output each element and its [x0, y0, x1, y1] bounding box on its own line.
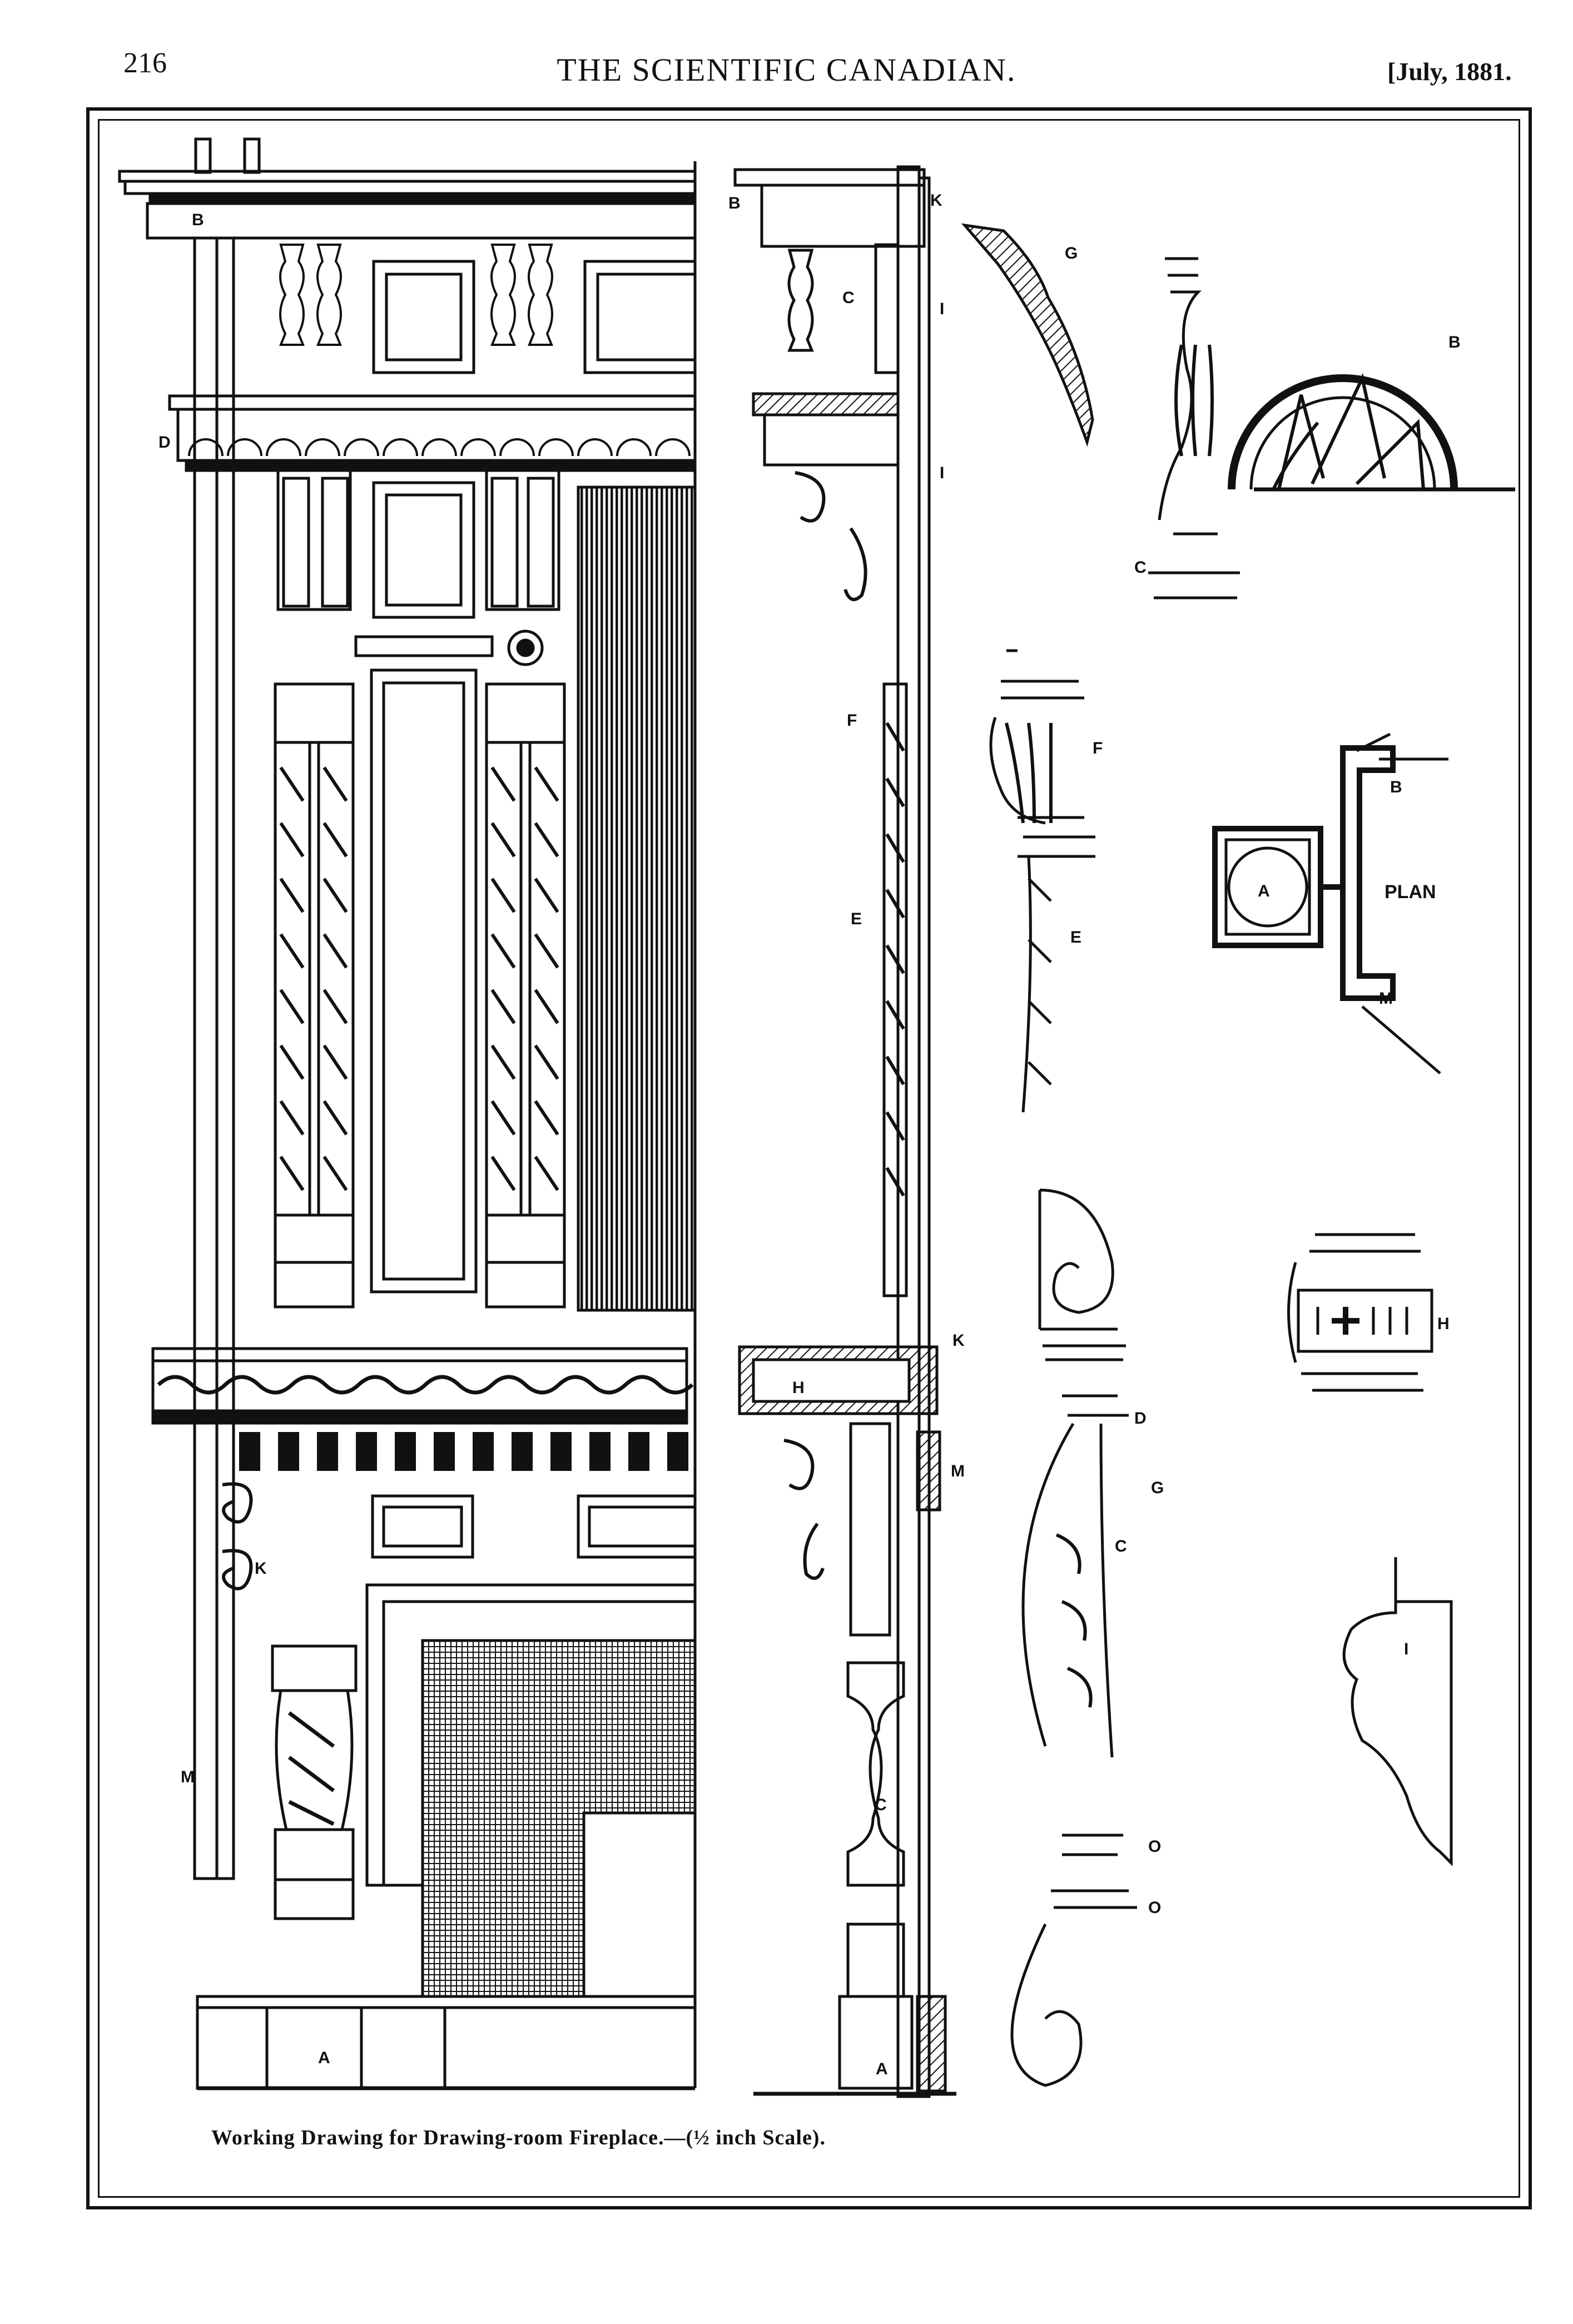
issue-date: [July, 1881.: [1387, 57, 1512, 86]
label-sec-H: H: [792, 1379, 805, 1397]
label-sec-A: A: [876, 2060, 888, 2078]
label-det-E: E: [1070, 928, 1081, 947]
label-plan-title: PLAN: [1385, 881, 1436, 903]
label-sec-B: B: [728, 194, 741, 212]
label-sec-E: E: [851, 910, 862, 928]
label-plan-M: M: [1379, 989, 1393, 1008]
label-elev-D: D: [158, 433, 171, 452]
label-det-O-2: O: [1148, 1899, 1161, 1917]
label-det-D: D: [1134, 1409, 1147, 1428]
label-sec-M: M: [951, 1462, 965, 1480]
label-sec-F: F: [847, 711, 857, 730]
label-det-C-spiral: C: [1115, 1537, 1127, 1555]
label-elev-A: A: [318, 2049, 330, 2067]
label-det-B-rosette: B: [1448, 333, 1461, 351]
label-sec-C-lower: C: [875, 1796, 887, 1814]
label-det-F: F: [1093, 739, 1103, 757]
page-number: 216: [123, 47, 167, 79]
label-sec-C-upper: C: [842, 289, 855, 307]
front-elevation: [118, 137, 697, 2090]
label-det-O-1: O: [1148, 1837, 1161, 1856]
journal-title: THE SCIENTIFIC CANADIAN.: [557, 52, 1016, 88]
label-plan-A: A: [1258, 882, 1270, 900]
figure-caption: Working Drawing for Drawing-room Firepla…: [211, 2126, 826, 2149]
page-header: 216 THE SCIENTIFIC CANADIAN. [July, 1881…: [0, 0, 1573, 106]
label-det-C-pillar: C: [1134, 558, 1147, 577]
plate-frame-outer: [86, 107, 1532, 2209]
label-det-I: I: [1404, 1640, 1408, 1658]
label-det-G: G: [1065, 244, 1078, 262]
label-elev-K: K: [255, 1559, 267, 1578]
label-sec-I-2: I: [940, 464, 944, 482]
label-plan-B: B: [1390, 778, 1402, 796]
moulding-details: [961, 223, 1515, 2087]
label-sec-K-mid: K: [952, 1331, 965, 1350]
side-section: [733, 165, 956, 2098]
label-elev-M: M: [181, 1768, 195, 1786]
label-det-G-1: G: [1151, 1479, 1164, 1497]
label-elev-B: B: [192, 211, 204, 229]
plate-frame-inner: [98, 119, 1520, 2198]
label-sec-I-1: I: [940, 300, 944, 318]
label-det-H: H: [1437, 1315, 1450, 1333]
drawing-labels: B D K M A B K C I I F E K H M C A G B C …: [158, 191, 1461, 2078]
label-sec-K-top: K: [930, 191, 942, 210]
